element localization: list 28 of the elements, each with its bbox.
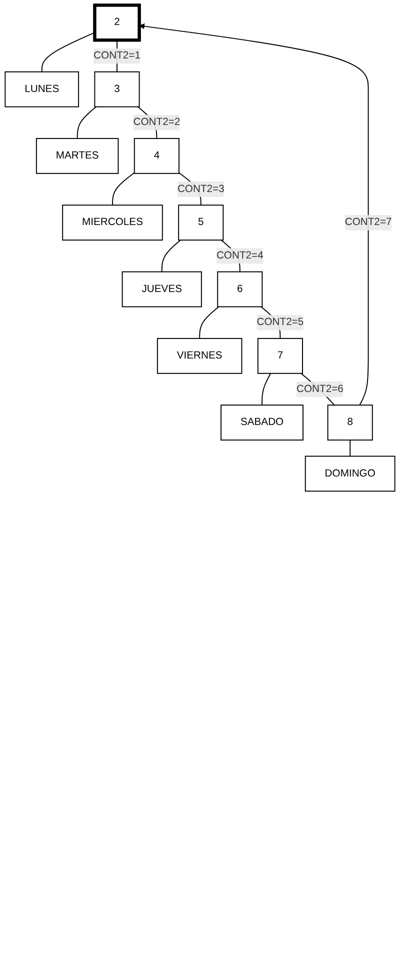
connector bbox=[76, 106, 97, 139]
node-box: 5 bbox=[178, 204, 224, 241]
node-box: 3 bbox=[94, 71, 140, 108]
edge-label: CONT2=3 bbox=[177, 183, 224, 194]
node-box: SABADO bbox=[220, 404, 304, 441]
connector bbox=[41, 32, 96, 72]
connector bbox=[161, 240, 181, 272]
node-box: JUEVES bbox=[122, 271, 202, 308]
node-box: 2 bbox=[93, 4, 141, 42]
edge-label: CONT2=5 bbox=[256, 316, 304, 328]
node-box: VIERNES bbox=[156, 338, 242, 374]
node-box: 7 bbox=[257, 338, 303, 374]
node-box: 6 bbox=[217, 271, 263, 308]
edge-label: CONT2=6 bbox=[296, 383, 344, 394]
edge-label: CONT2=7 bbox=[344, 216, 392, 228]
node-box: 8 bbox=[327, 404, 373, 441]
edge-label: CONT2=4 bbox=[216, 250, 264, 262]
edge-label: CONT2=1 bbox=[94, 50, 140, 62]
node-box: MIERCOLES bbox=[62, 204, 163, 241]
node-box: MARTES bbox=[36, 138, 119, 174]
connector bbox=[199, 306, 220, 339]
edge-label: CONT2=2 bbox=[133, 116, 180, 128]
connector bbox=[112, 172, 135, 206]
node-box: DOMINGO bbox=[304, 456, 396, 492]
node-box: 4 bbox=[134, 138, 180, 174]
node-box: LUNES bbox=[4, 71, 80, 108]
connector bbox=[262, 372, 272, 406]
connector bbox=[350, 440, 351, 457]
